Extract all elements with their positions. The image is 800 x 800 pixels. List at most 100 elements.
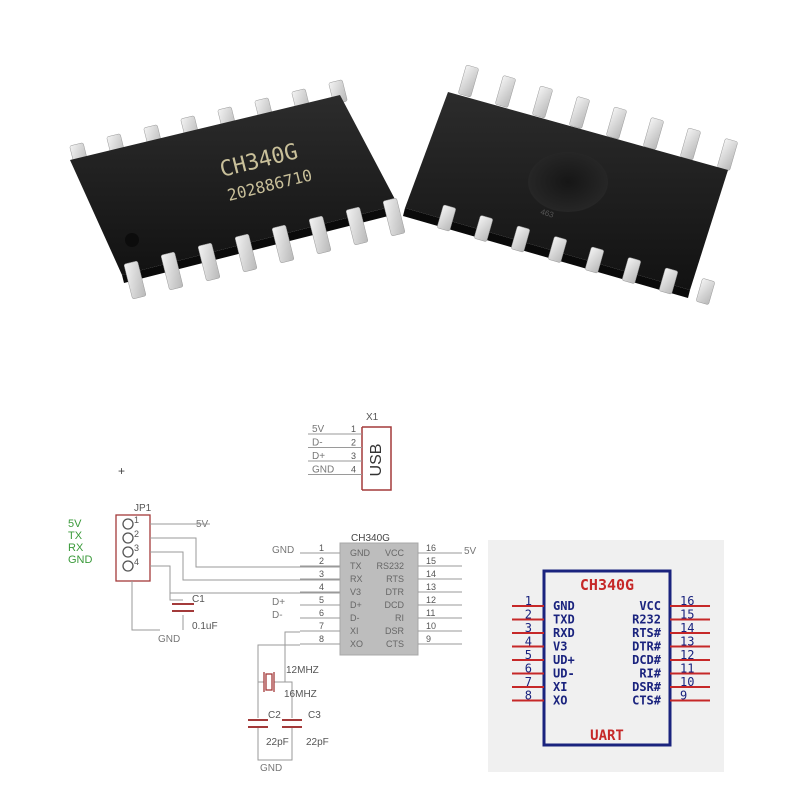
jp1-pin-circle	[122, 518, 134, 530]
jp1-signal-label: RX	[68, 542, 84, 554]
pinout-right-pin-name: DCD#	[632, 653, 662, 667]
jp1-pin-number: 4	[134, 557, 139, 567]
c1-ref: C1	[192, 594, 205, 605]
jp1-pin-number: 3	[134, 543, 139, 553]
sch-left-pin-number: 1	[319, 543, 324, 553]
pinout-left-pin-number: 4	[525, 635, 532, 649]
chip-pin	[495, 75, 516, 108]
sch-right-pin-name: RI	[395, 613, 404, 623]
usb-net-label: D-	[312, 438, 323, 449]
sch-left-pin-number: 5	[319, 595, 324, 605]
c1-value: 0.1uF	[192, 621, 218, 632]
chip-pin	[532, 86, 553, 118]
chip-pin	[235, 234, 257, 272]
chip-pin	[383, 198, 405, 236]
pinout-left-pin-name: UD-	[553, 667, 575, 681]
chip-pin	[346, 207, 368, 245]
pinout-left-pin-number: 7	[525, 675, 532, 689]
chip-pin	[124, 261, 146, 299]
sch-right-pin-number: 9	[426, 634, 431, 644]
chip-right-pins-bottom	[437, 204, 715, 305]
chip-pin	[548, 236, 567, 263]
pinout-ic-outline	[542, 569, 672, 747]
sch-left-pin-number: 3	[319, 569, 324, 579]
pinout-left-pin-number: 3	[525, 621, 532, 635]
chip-pin	[511, 225, 530, 253]
pinout-right-pin-number: 15	[680, 608, 694, 622]
chip-pin	[458, 65, 479, 97]
chip-pin	[606, 107, 627, 139]
sch-vcc-net: 5V	[464, 546, 477, 557]
pinout-title: CH340G	[580, 576, 634, 594]
chip-right: 463	[403, 65, 738, 305]
sch-left-pin-name: RX	[350, 574, 363, 584]
sch-right-pin-number: 10	[426, 621, 436, 631]
pinout-left-pin-number: 6	[525, 662, 532, 676]
usb-pin-number: 4	[351, 465, 356, 475]
chip-pin	[161, 252, 183, 290]
sch-left-pin-name: D+	[350, 600, 362, 610]
pinout-right-pin-name: RTS#	[632, 626, 662, 640]
pinout-right-pin-number: 9	[680, 689, 687, 703]
pinout-right-pin-name: R232	[632, 613, 661, 627]
jp1-pin-number: 2	[134, 529, 139, 539]
sch-left-pin-number: 8	[319, 634, 324, 644]
sch-right-pin-name: RTS	[386, 574, 404, 584]
sch-left-net: GND	[272, 545, 294, 556]
chip-pin	[309, 216, 331, 254]
chip-left-pins-bottom	[124, 198, 405, 299]
usb-net-label: 5V	[312, 424, 325, 435]
crystal-freq-12: 12MHZ	[286, 665, 319, 676]
sch-right-pin-name: VCC	[385, 548, 405, 558]
jp1-wires	[131, 523, 340, 631]
c2-ref: C2	[268, 710, 281, 721]
sch-right-pin-number: 13	[426, 582, 436, 592]
jp1-pin-circle	[122, 546, 134, 558]
sch-right-pin-number: 15	[426, 556, 436, 566]
jp1-signal-label: 5V	[68, 518, 82, 530]
usb-pin-number: 1	[351, 424, 356, 434]
c3-value: 22pF	[306, 737, 329, 748]
sch-left-pin-name: D-	[350, 613, 360, 623]
sch-left-pin-name: GND	[350, 548, 371, 558]
pinout-background	[488, 540, 724, 772]
usb-net-label: D+	[312, 451, 325, 462]
sch-right-pin-name: DCD	[385, 600, 405, 610]
sch-right-pin-name: DSR	[385, 626, 405, 636]
usb-pin-number: 3	[351, 451, 356, 461]
sch-right-pin-name: DTR	[386, 587, 405, 597]
chip-pin	[437, 204, 456, 232]
pinout-left-pin-name: TXD	[553, 613, 575, 627]
sch-left-pin-name: V3	[350, 587, 361, 597]
c1-capacitor: C1 0.1uF GND	[158, 594, 218, 645]
chip-pin	[717, 138, 738, 171]
chip-right-pins-top	[458, 65, 738, 171]
sch-right-pin-number: 16	[426, 543, 436, 553]
sch-right-pin-name: CTS	[386, 639, 404, 649]
jp1-ref: JP1	[134, 503, 152, 514]
sch-left-pin-name: XI	[350, 626, 359, 636]
pinout-right-pin-number: 14	[680, 621, 694, 635]
pinout-left-pin-number: 8	[525, 689, 532, 703]
usb-label: USB	[368, 444, 385, 477]
sch-ic-ref: CH340G	[351, 533, 390, 544]
chip-right-marking: 463	[539, 207, 555, 219]
chip-pin	[474, 215, 493, 242]
sch-left-pin-name: XO	[350, 639, 363, 649]
jp1-signal-label: TX	[68, 530, 83, 542]
sch-left-net: D-	[272, 610, 283, 621]
sch-left-pin-number: 2	[319, 556, 324, 566]
pin1-dot	[125, 233, 139, 247]
pinout-left-pin-name: XO	[553, 694, 567, 708]
sch-left-pin-number: 7	[319, 621, 324, 631]
chip-pin	[643, 117, 664, 150]
pinout-right-pin-number: 13	[680, 635, 694, 649]
jp1-signal-label: GND	[68, 554, 93, 566]
pinout-right-pin-name: CTS#	[632, 694, 662, 708]
